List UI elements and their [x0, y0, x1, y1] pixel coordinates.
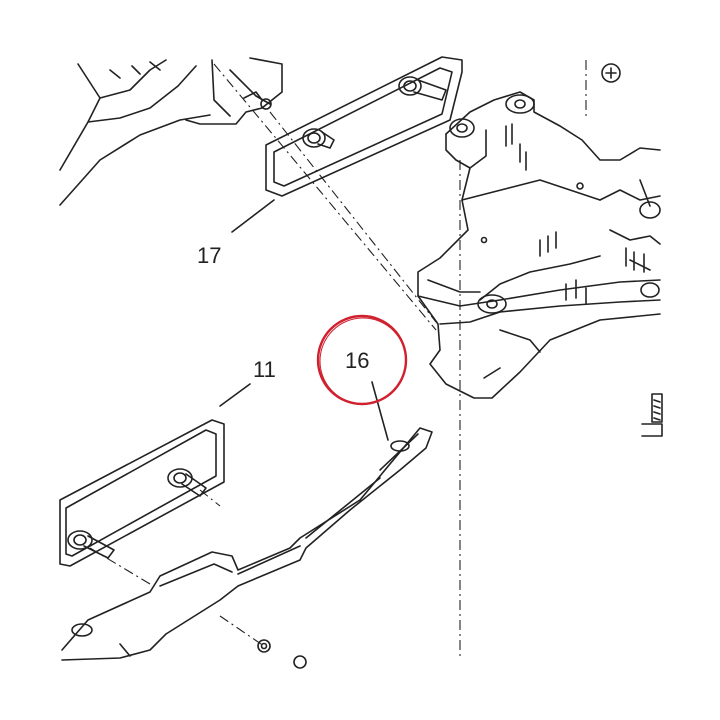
leader-16 [371, 381, 389, 441]
axis-line-lower [89, 547, 151, 585]
axis-line-diagonal [213, 63, 437, 331]
screw-top-right [601, 63, 621, 83]
callout-label-16: 16 [345, 348, 370, 373]
screw-right [641, 393, 663, 437]
leader-11 [219, 383, 251, 407]
part-11-plate [59, 419, 225, 567]
upper-bracket-part [59, 57, 283, 206]
part-17-plate [265, 56, 463, 197]
part-16-arm [61, 427, 433, 669]
axis-line-screw [219, 615, 265, 647]
callout-label-11: 11 [253, 357, 276, 382]
axis-line-diagonal-2 [269, 111, 437, 323]
callout-label-17: 17 [197, 243, 222, 268]
highlight-circle [316, 314, 408, 406]
leader-17 [231, 199, 275, 233]
main-frame-part [417, 91, 661, 399]
axis-line-lower-2 [199, 489, 221, 507]
